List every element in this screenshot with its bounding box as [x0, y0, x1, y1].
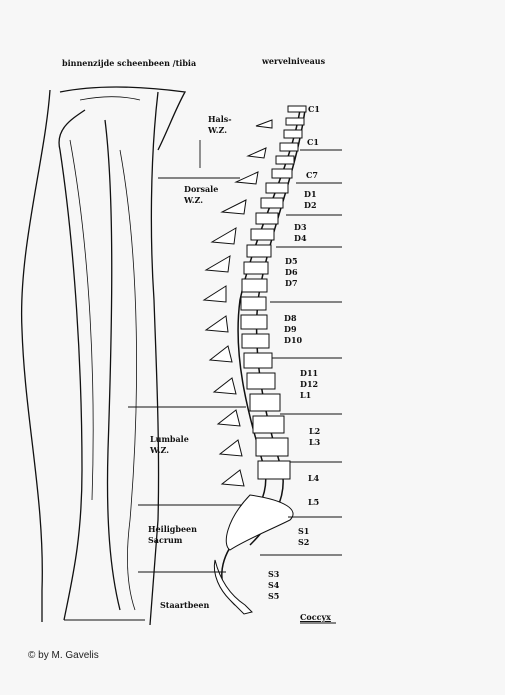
region-hals-line1: Hals-	[208, 114, 232, 124]
level-s4: S4	[268, 580, 280, 590]
level-c1-second: C1	[307, 137, 319, 147]
region-heiligbeen-line1: Heiligbeen	[148, 524, 197, 534]
level-group-d8-d10: D8 D9 D10	[284, 313, 302, 346]
level-d4: D4	[294, 233, 307, 243]
level-l3: L3	[309, 437, 321, 447]
level-group-s3-s5: S3 S4 S5	[268, 569, 279, 602]
level-group-d11-l1: D11 D12 L1	[300, 368, 318, 401]
level-c7: C7	[306, 170, 318, 180]
level-group-d5-d7: D5 D6 D7	[285, 256, 298, 289]
level-d8: D8	[284, 313, 297, 323]
spine-drawing	[202, 105, 307, 615]
level-group-d3-d4: D3 D4	[294, 222, 307, 244]
level-l4: L4	[308, 473, 320, 483]
level-d9: D9	[284, 324, 297, 334]
level-s1: S1	[298, 526, 310, 536]
vertebrae	[240, 105, 307, 480]
level-d11: D11	[300, 368, 319, 378]
level-d1: D1	[304, 189, 317, 199]
level-d7: D7	[285, 278, 298, 288]
levels-title: wervelniveaus	[262, 56, 326, 66]
level-l1: L1	[300, 390, 312, 400]
level-c1-top: C1	[308, 104, 320, 114]
tibia-title: binnenzijde scheenbeen /tibia	[62, 58, 197, 68]
level-d6: D6	[285, 267, 298, 277]
region-lines	[128, 140, 246, 573]
region-dorsale-line1: Dorsale	[184, 184, 219, 194]
level-lines	[260, 149, 342, 624]
region-dorsale-line2: W.Z.	[184, 195, 204, 205]
level-d5: D5	[285, 256, 298, 266]
region-lumbale: Lumbale W.Z.	[150, 434, 189, 456]
region-heiligbeen-line2: Sacrum	[148, 535, 183, 545]
level-group-s1-s2: S1 S2	[298, 526, 309, 548]
level-d3: D3	[294, 222, 307, 232]
region-dorsale: Dorsale W.Z.	[184, 184, 218, 206]
credit-text: © by M. Gavelis	[28, 650, 99, 661]
region-hals: Hals- W.Z.	[208, 114, 232, 136]
level-d2: D2	[304, 200, 317, 210]
tibia-outline	[20, 86, 187, 626]
spinous-processes	[202, 119, 273, 487]
coccyx-bone	[213, 559, 253, 615]
level-group-d1-d2: D1 D2	[304, 189, 317, 211]
region-hals-line2: W.Z.	[208, 125, 228, 135]
region-heiligbeen: Heiligbeen Sacrum	[148, 524, 197, 546]
level-s5: S5	[268, 591, 280, 601]
region-lumbale-line2: W.Z.	[150, 445, 170, 455]
level-s2: S2	[298, 537, 310, 547]
sacrum	[225, 494, 294, 551]
region-staartbeen: Staartbeen	[160, 600, 210, 610]
level-l2: L2	[309, 426, 321, 436]
level-d12: D12	[300, 379, 319, 389]
level-l5: L5	[308, 497, 320, 507]
level-s3: S3	[268, 569, 280, 579]
level-d10: D10	[284, 335, 303, 345]
region-lumbale-line1: Lumbale	[150, 434, 189, 444]
level-group-l2-l3: L2 L3	[309, 426, 320, 448]
level-coccyx: Coccyx	[300, 612, 331, 622]
